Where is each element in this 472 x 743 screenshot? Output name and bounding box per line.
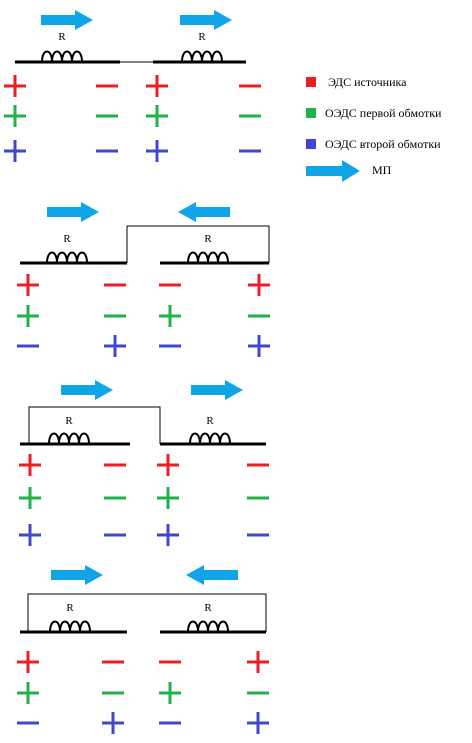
diagram-3-left-field-arrow-icon <box>61 380 113 400</box>
diagram-1-left-coil-icon <box>41 50 83 63</box>
legend-coil2-swatch <box>306 139 316 149</box>
diagram-1-left-coil-label: R <box>58 31 66 43</box>
diagram-2-right-field-arrow-icon <box>178 202 230 222</box>
diagram-2-right-row1-right-plus <box>248 274 270 296</box>
diagram-2-right-row2-left-plus <box>159 305 181 327</box>
diagram-1-left-field-arrow-icon <box>41 10 93 30</box>
diagram-3-right-coil-icon <box>189 432 231 445</box>
diagram-3-left-row2-left-plus <box>19 487 41 509</box>
diagram-1-right-coil-icon <box>181 50 223 63</box>
diagram-4-left-coil-icon <box>49 620 91 633</box>
diagram-3-left-coil-label: R <box>65 415 73 427</box>
diagram-3-right-field-arrow-icon <box>191 380 243 400</box>
parallel-wire-top <box>27 593 267 632</box>
diagram-2-left-row1-left-plus <box>17 274 39 296</box>
diagram-4-right-row1-right-plus <box>247 651 269 673</box>
diagram-3-left-coil-icon <box>48 432 90 445</box>
loop-wire-top <box>126 225 270 263</box>
diagram-4-right-coil-icon <box>187 620 229 633</box>
diagram-4-left-row2-left-plus <box>17 682 39 704</box>
diagram-1-left-row2-left-plus <box>4 105 26 127</box>
diagram-4-right-row3-right-plus <box>247 712 269 734</box>
legend-source-label: ЭДС источника <box>328 75 407 89</box>
diagram-3-right-row3-left-plus <box>157 524 179 546</box>
diagram-1-right-coil-label: R <box>198 31 206 43</box>
diagram-2-left-coil-icon <box>46 251 88 264</box>
legend-field-label: МП <box>372 163 392 177</box>
diagram-2-left-field-arrow-icon <box>47 202 99 222</box>
diagram-1-right-row3-left-plus <box>146 140 168 162</box>
diagram-1-right-row1-left-plus <box>146 75 168 97</box>
diagram-2-left-row2-left-plus <box>17 305 39 327</box>
diagram-3-left-row1-left-plus <box>19 454 41 476</box>
legend-coil1-label: ОЭДС первой обмотки <box>325 106 442 120</box>
diagram-layer: R R R R R R R R <box>4 10 270 734</box>
diagram-1-left-row3-left-plus <box>4 140 26 162</box>
diagram-4-left-field-arrow-icon <box>51 565 103 585</box>
diagram-4-left-row1-left-plus <box>17 651 39 673</box>
legend-field-arrow-icon <box>306 160 360 182</box>
diagram-1-right-field-arrow-icon <box>180 10 232 30</box>
diagram-2-left-row3-right-plus <box>104 335 126 357</box>
diagram-4-right-row2-left-plus <box>159 682 181 704</box>
diagram-2-right-coil-icon <box>187 251 229 264</box>
diagram-2-right-coil-label: R <box>204 233 212 245</box>
diagram-2-left-coil-label: R <box>63 233 71 245</box>
diagram-4-right-field-arrow-icon <box>186 565 238 585</box>
diagram-1-left-row1-left-plus <box>4 75 26 97</box>
diagram-3-right-coil-label: R <box>206 415 214 427</box>
legend-coil1-swatch <box>306 108 316 118</box>
short-wire-top <box>28 406 161 444</box>
diagram-2-right-row3-right-plus <box>248 335 270 357</box>
diagram-4-right-coil-label: R <box>204 602 212 614</box>
diagram-4-left-coil-label: R <box>66 602 74 614</box>
diagram-3-right-row2-left-plus <box>157 487 179 509</box>
legend-coil2-label: ОЭДС второй обмотки <box>325 137 441 151</box>
diagram-1-right-row2-left-plus <box>146 105 168 127</box>
legend-source-swatch <box>306 77 316 87</box>
diagram-3-right-row1-left-plus <box>157 454 179 476</box>
diagram-4-left-row3-right-plus <box>102 712 124 734</box>
diagram-3-left-row3-left-plus <box>19 524 41 546</box>
